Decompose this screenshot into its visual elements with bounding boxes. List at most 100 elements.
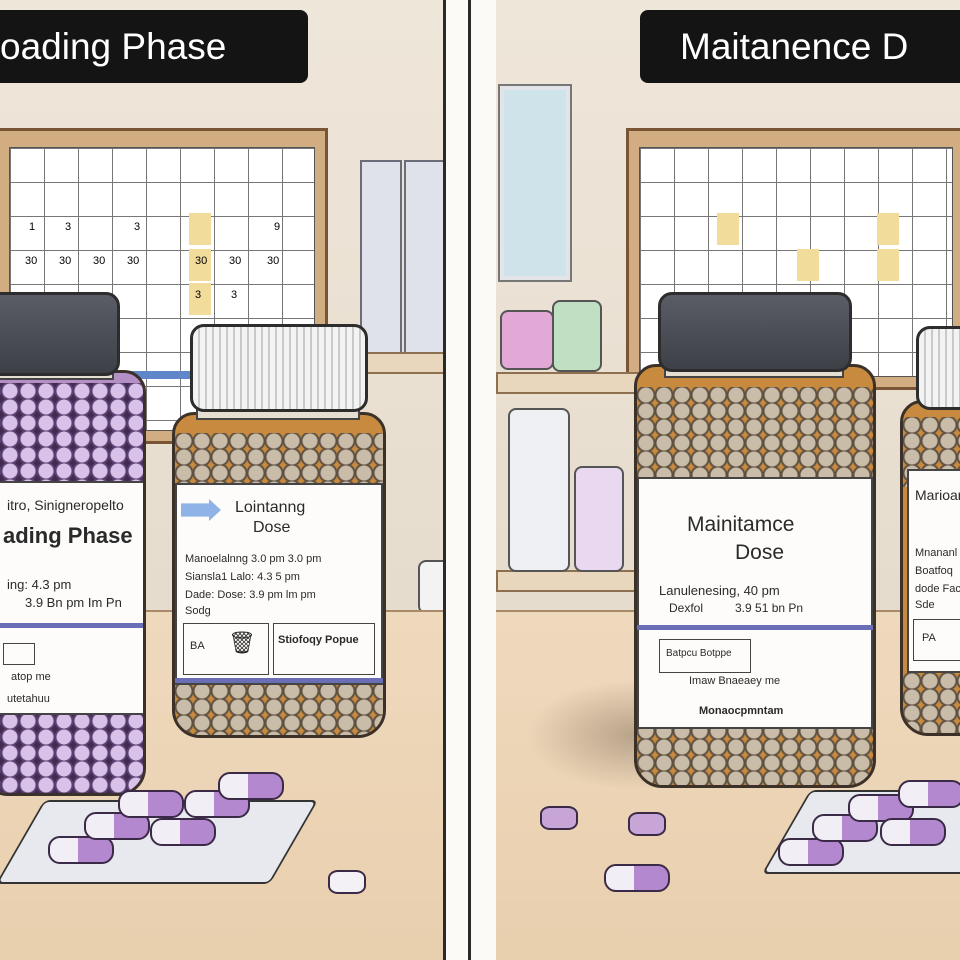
loading-phase-panel: 1 3 3 9 30 30 30 30 30 30 30 3 3 itro, S…: [0, 0, 446, 960]
label-title: Dose: [253, 519, 291, 536]
label-small-text: Imaw Bnaeaey me: [689, 675, 781, 687]
label-box: Stiofoqy Popue: [273, 623, 375, 675]
label-line: Sodg: [185, 605, 211, 617]
calendar-number: 30: [59, 255, 72, 267]
pills-fill: [903, 673, 960, 733]
calendar-highlight: [877, 213, 899, 245]
tablet: [328, 870, 366, 894]
calendar-number: 30: [267, 255, 280, 267]
second-jar: Marioar Mnananl Boatfoq dode Fac Sde PA: [900, 400, 960, 736]
loading-jar: itro, Sinigneropelto ading Phase ing: 4.…: [0, 370, 146, 796]
calendar-highlight: [797, 249, 819, 281]
jar-lid: [658, 292, 852, 372]
divider: [468, 0, 471, 960]
jar-lid: [190, 324, 368, 412]
calendar-number: 9: [274, 221, 281, 233]
calendar-number: 30: [195, 255, 208, 267]
label-line: ing: 4.3 pm: [7, 577, 72, 592]
label-stripe: [175, 678, 383, 683]
gutter: [446, 0, 496, 960]
jar-label: Marioar Mnananl Boatfoq dode Fac Sde PA: [907, 469, 960, 673]
label-line: 3.9 Bn pm Im Pn: [25, 595, 122, 610]
capsule: [848, 794, 914, 822]
shelf: [496, 372, 650, 394]
label-line: Manoelalnng 3.0 pm 3.0 pm: [185, 553, 322, 565]
calendar-number: 30: [127, 255, 140, 267]
calendar-highlight: [189, 283, 211, 315]
label-box: PA: [913, 619, 960, 661]
second-jar: Lointanng Dose Manoelalnng 3.0 pm 3.0 pm…: [172, 412, 386, 738]
label-line: Lanulenesing, 40 pm: [659, 583, 780, 598]
label-title: ading Phase: [3, 523, 133, 548]
arrow-icon: [181, 499, 221, 521]
calendar-number: 30: [229, 255, 242, 267]
label-title: Dose: [735, 541, 785, 564]
small-bottle: [574, 466, 624, 572]
label-box-text: Batpcu Botppe: [666, 648, 732, 659]
label-box: BA 🗑: [183, 623, 269, 675]
calendar-highlight: [189, 249, 211, 281]
label-line: Mnananl: [915, 547, 958, 559]
calendar-highlight: [877, 249, 899, 281]
window: [500, 86, 570, 280]
label-box-text: Stiofoqy Popue: [278, 634, 359, 646]
label-line: Boatfoq: [915, 565, 953, 577]
shelf: [496, 570, 650, 592]
jar-label: Mainitamce Dose Lanulenesing, 40 pm Dexf…: [637, 477, 873, 729]
label-footer-text: utetahuu: [7, 693, 50, 705]
calendar-highlight: [189, 213, 211, 245]
capsule: [880, 818, 946, 846]
label-box-text: BA: [190, 640, 205, 652]
label-line: 3.9 51 bn Pn: [735, 601, 804, 615]
panel-edge: [443, 0, 446, 960]
jar-lid: [0, 292, 120, 376]
label-small-text: atop me: [11, 671, 51, 683]
maintenance-dose-panel: Mainitamce Dose Lanulenesing, 40 pm Dexf…: [496, 0, 960, 960]
calendar-number: 3: [65, 221, 72, 233]
label-line: Siansla1 Lalo: 4.3 5 pm: [185, 571, 300, 583]
calendar-number: 1: [29, 221, 36, 233]
calendar-number: 30: [93, 255, 106, 267]
binder: [360, 160, 402, 354]
small-bottle: [500, 310, 554, 370]
label-box-text: PA: [922, 632, 936, 644]
pills-fill: [175, 683, 383, 735]
capsule: [604, 864, 670, 892]
small-bottle: [552, 300, 602, 372]
calendar-band: [9, 371, 315, 379]
tablet: [628, 812, 666, 836]
capsule: [778, 838, 844, 866]
pills-fill: [637, 723, 873, 785]
label-title: Marioar: [915, 487, 960, 503]
maintenance-jar: Mainitamce Dose Lanulenesing, 40 pm Dexf…: [634, 364, 876, 788]
tablet: [540, 806, 578, 830]
label-box: [3, 643, 35, 665]
trash-icon: 🗑: [228, 630, 256, 655]
label-stripe: [0, 623, 143, 628]
calendar-number: 3: [134, 221, 141, 233]
capsule: [150, 818, 216, 846]
capsule: [48, 836, 114, 864]
label-line: Dexfol: [669, 601, 704, 615]
capsule: [218, 772, 284, 800]
calendar-number: 30: [25, 255, 38, 267]
calendar-highlight: [717, 213, 739, 245]
label-header-text: itro, Sinigneropelto: [7, 497, 124, 513]
small-bottle: [418, 560, 446, 614]
label-footer-text: Monaocpmntam: [699, 705, 784, 717]
jar-label: Lointanng Dose Manoelalnng 3.0 pm 3.0 pm…: [175, 483, 383, 685]
capsule: [118, 790, 184, 818]
panel-header: oading Phase: [0, 10, 308, 83]
label-line: Sde: [915, 599, 935, 611]
panel-header: Maitanence D: [640, 10, 960, 83]
pills-fill: [0, 713, 143, 793]
jar-lid: [916, 326, 960, 410]
label-line: dode Fac: [915, 583, 960, 595]
label-stripe: [637, 625, 873, 630]
label-line: Dade: Dose: 3.9 pm lm pm: [185, 589, 316, 601]
jar-label: itro, Sinigneropelto ading Phase ing: 4.…: [0, 481, 143, 715]
binder: [404, 160, 446, 354]
capsule: [898, 780, 960, 808]
label-box: Batpcu Botppe: [659, 639, 751, 673]
small-bottle: [508, 408, 570, 572]
